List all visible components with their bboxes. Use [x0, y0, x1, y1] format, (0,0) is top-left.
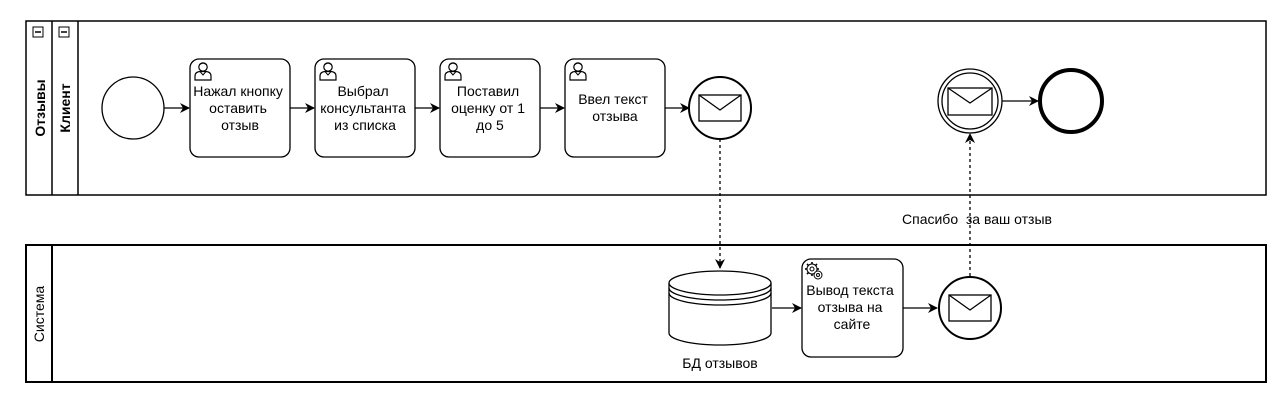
envelope-icon	[947, 87, 993, 116]
envelope-icon	[698, 94, 742, 122]
svg-text:Выбрал консультанта: Выбрал консультанта из списка	[320, 83, 410, 133]
datastore-label: БД отзывов	[682, 355, 757, 371]
task-entered-text[interactable]: Ввел текст отзыва	[564, 58, 666, 158]
task-label-line: до 5	[476, 117, 504, 133]
task-label-line: Выбрал	[337, 83, 388, 99]
task-display-review[interactable]: Вывод текста отзыва на сайте	[801, 258, 904, 358]
task-label-line: оставить	[209, 100, 267, 116]
pool-title-system: Система	[31, 286, 47, 343]
message-end-event-thanks[interactable]	[938, 276, 1002, 340]
start-event[interactable]	[101, 76, 165, 140]
task-label-line: из списка	[334, 117, 396, 133]
task-set-rating[interactable]: Поставил оценку от 1 до 5	[439, 58, 541, 158]
pool-title-reviews: Отзывы	[32, 79, 48, 136]
message-end-event-send[interactable]	[688, 76, 752, 140]
svg-text:Вывод текста отзыва на: Вывод текста отзыва на сайте	[806, 282, 897, 332]
task-label-line: Нажал кнопку	[193, 83, 283, 99]
message-flow-label: Спасибо за ваш отзыв	[902, 211, 1052, 227]
task-label-line: консультанта	[320, 100, 406, 116]
task-label-line: Поставил	[457, 83, 519, 99]
collapse-icon-pool[interactable]	[32, 26, 44, 38]
datastore-reviews-db[interactable]	[668, 270, 772, 346]
task-label-line: сайте	[834, 316, 871, 332]
svg-text:Поставил оценку от 1: Поставил оценку от 1 до 5	[451, 83, 529, 133]
task-chose-consultant[interactable]: Выбрал консультанта из списка	[314, 58, 416, 158]
task-label-line: Ввел текст	[578, 91, 648, 107]
svg-text:Ввел текст отзыва: Ввел текст отзыва	[578, 91, 652, 124]
pool-system: Система	[25, 244, 1267, 383]
lane-title-client: Клиент	[57, 83, 73, 132]
collapse-icon-lane[interactable]	[58, 26, 70, 38]
end-event[interactable]	[1038, 68, 1104, 134]
message-catch-event[interactable]	[937, 68, 1003, 134]
sequence-flows	[164, 96, 1039, 313]
task-label-line: отзыв	[221, 117, 259, 133]
task-label-line: оценку от 1	[451, 100, 525, 116]
task-label-line: отзыва на	[818, 299, 883, 315]
svg-text:Нажал кнопку оставить: Нажал кнопку оставить отзыв	[193, 83, 287, 133]
envelope-icon	[948, 294, 992, 322]
task-label-line: отзыва	[592, 108, 638, 124]
task-pressed-button[interactable]: Нажал кнопку оставить отзыв	[189, 58, 291, 158]
task-label-line: Вывод текста	[806, 282, 894, 298]
